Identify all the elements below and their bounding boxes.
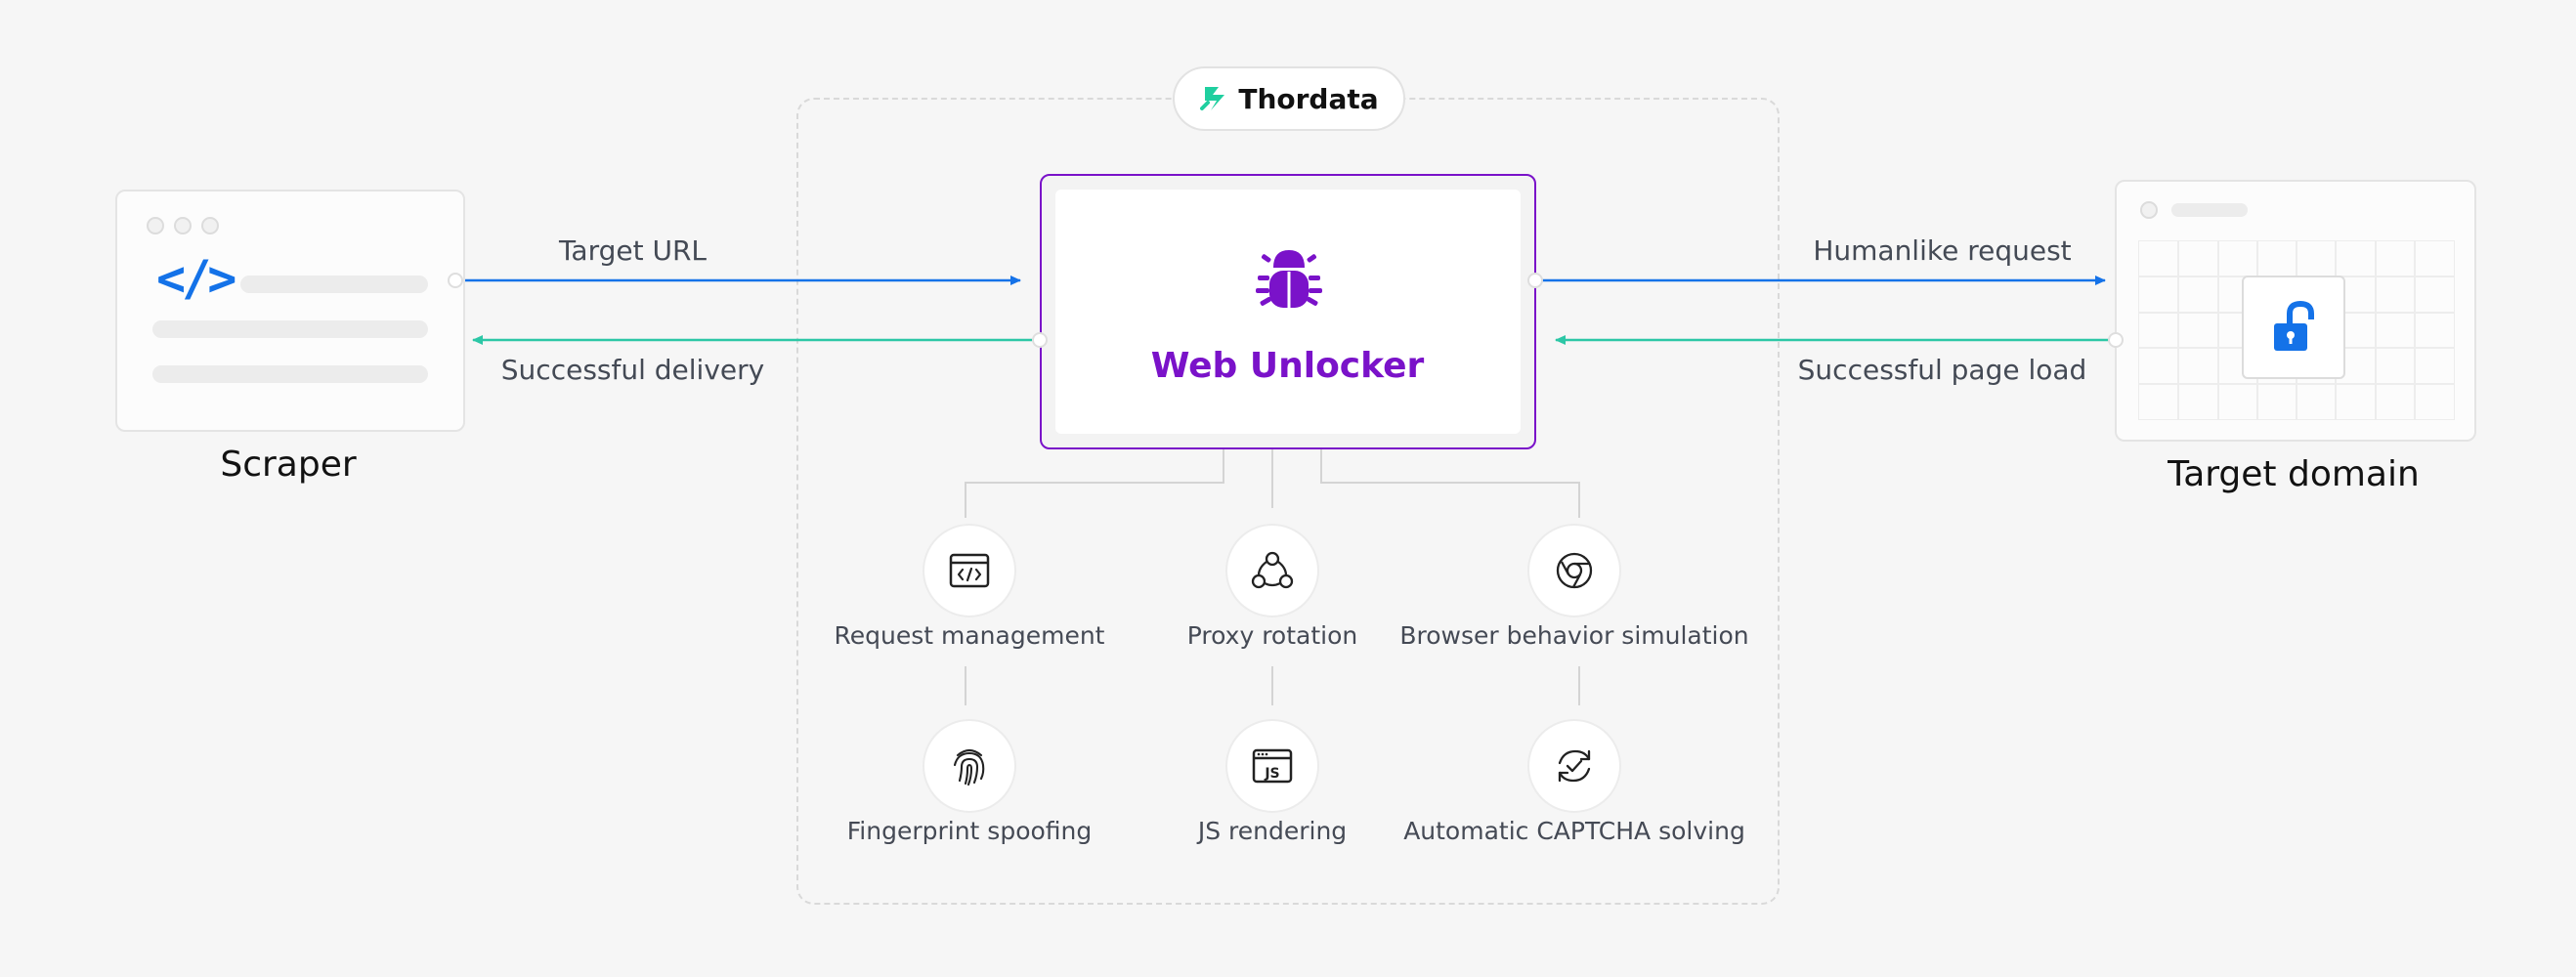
grid-cell <box>2413 382 2455 420</box>
grid-cell <box>2335 382 2377 420</box>
feature-label: Browser behavior simulation <box>1399 621 1749 650</box>
grid-cell <box>2374 311 2416 350</box>
svg-text:JS: JS <box>1264 766 1279 782</box>
grid-cell <box>2177 347 2219 385</box>
grid-cell <box>2177 240 2219 278</box>
feature-label: Automatic CAPTCHA solving <box>1403 817 1745 845</box>
window-dot <box>2140 201 2158 219</box>
placeholder-line <box>240 276 428 293</box>
placeholder-line <box>152 320 428 338</box>
label-target-url: Target URL <box>558 234 708 267</box>
grid-cell <box>2335 240 2377 278</box>
grid-cell <box>2177 276 2219 314</box>
target-domain-label: Target domain <box>2168 454 2420 494</box>
grid-cell <box>2216 240 2258 278</box>
grid-cell <box>2255 382 2297 420</box>
brand-name: Thordata <box>1238 82 1379 115</box>
grid-cell <box>2296 240 2338 278</box>
code-window-icon <box>949 553 990 588</box>
request-management-node <box>923 524 1016 617</box>
js-rendering-node: JS <box>1225 719 1319 813</box>
grid-cell <box>2413 276 2455 314</box>
browser-chrome-icon <box>1556 552 1593 589</box>
placeholder-line <box>152 365 428 383</box>
grid-cell <box>2374 276 2416 314</box>
target-connector <box>2108 332 2124 348</box>
unlocked-padlock-icon <box>2274 300 2314 351</box>
grid-cell <box>2138 347 2180 385</box>
grid-cell <box>2177 382 2219 420</box>
grid-cell <box>2216 382 2258 420</box>
brand-badge: Thordata <box>1173 66 1405 131</box>
scraper-connector <box>448 273 463 288</box>
grid-cell <box>2138 311 2180 350</box>
code-icon: </> <box>156 250 236 307</box>
proxy-rotation-node <box>1225 524 1319 617</box>
feature-label: Fingerprint spoofing <box>846 817 1093 845</box>
bug-icon <box>1256 250 1322 308</box>
label-successful-delivery: Successful delivery <box>500 354 765 386</box>
feature-label: Request management <box>834 621 1105 650</box>
connector-right <box>1320 449 1580 518</box>
fingerprint-node <box>923 719 1016 813</box>
network-nodes-icon <box>1251 551 1294 589</box>
window-dot <box>147 217 164 234</box>
grid-cell <box>2138 240 2180 278</box>
scraper-card: </> <box>115 190 465 432</box>
grid-cell <box>2413 347 2455 385</box>
thordata-logo-icon <box>1200 87 1225 110</box>
feature-label: Proxy rotation <box>1186 621 1358 650</box>
browser-behavior-node <box>1527 524 1621 617</box>
grid-cell <box>2177 311 2219 350</box>
grid-cell <box>2138 276 2180 314</box>
refresh-check-icon <box>1558 749 1591 783</box>
grid-cell <box>2138 382 2180 420</box>
window-dot <box>174 217 192 234</box>
grid-cell <box>2374 382 2416 420</box>
target-domain-card <box>2115 180 2476 442</box>
grid-cell <box>2413 240 2455 278</box>
web-unlocker-inner <box>1055 190 1521 434</box>
captcha-solving-node <box>1527 719 1621 813</box>
web-unlocker-title: Web Unlocker <box>1150 346 1425 386</box>
grid-cell <box>2374 347 2416 385</box>
grid-cell <box>2374 240 2416 278</box>
lock-tile <box>2242 276 2345 379</box>
grid-cell <box>2255 240 2297 278</box>
connector-left <box>965 449 1224 518</box>
fingerprint-icon <box>953 748 985 786</box>
grid-cell <box>2413 311 2455 350</box>
feature-label: JS rendering <box>1197 817 1348 845</box>
label-successful-page-load: Successful page load <box>1797 354 2087 386</box>
scraper-label: Scraper <box>220 445 357 485</box>
label-humanlike-request: Humanlike request <box>1813 234 2072 267</box>
web-unlocker-card: Web Unlocker <box>1040 174 1536 449</box>
unlocker-connector-right <box>1527 273 1543 288</box>
grid-cell <box>2296 382 2338 420</box>
window-dot <box>201 217 219 234</box>
js-window-icon: JS <box>1252 748 1293 784</box>
unlocker-connector-left <box>1032 332 1048 348</box>
placeholder-line <box>2171 203 2248 217</box>
